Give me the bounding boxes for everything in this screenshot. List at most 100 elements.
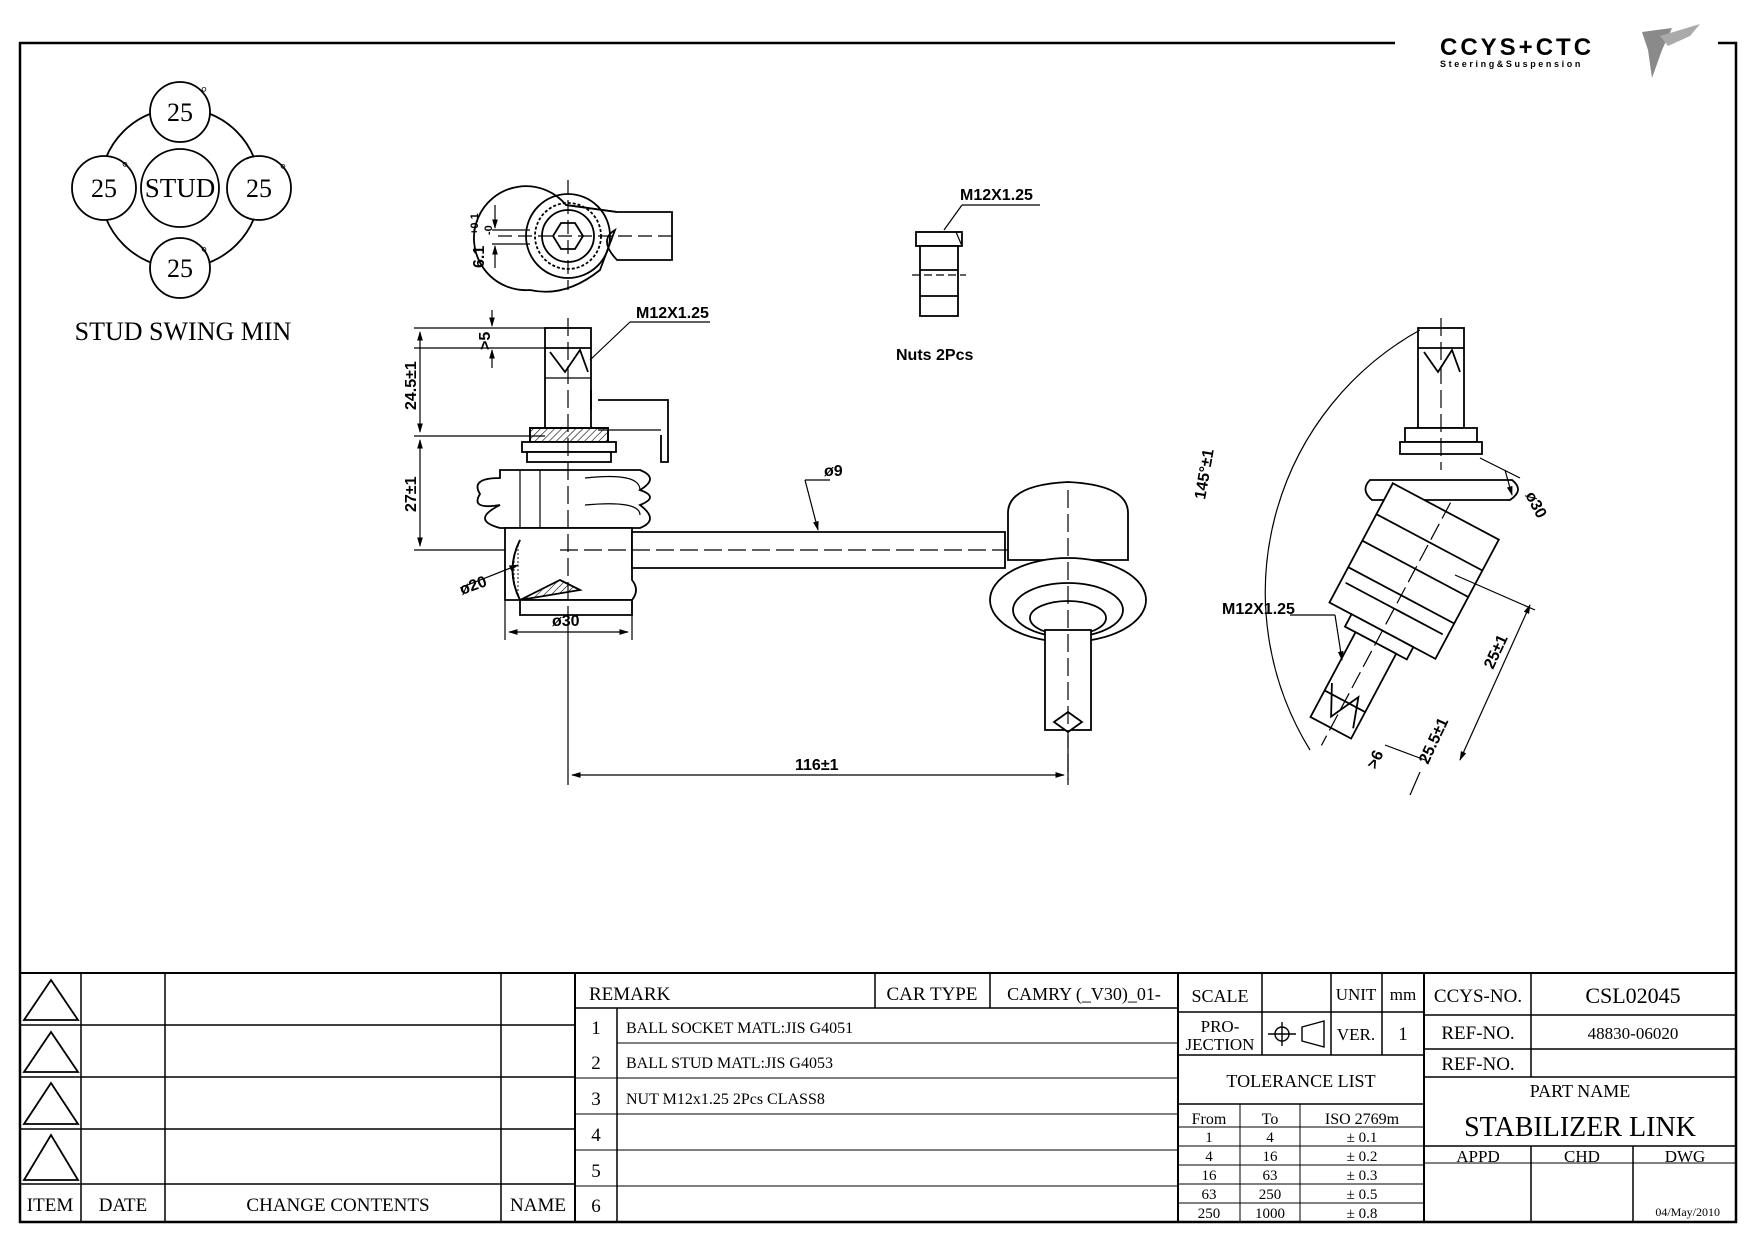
thread-top-label: M12X1.25 [636, 305, 709, 322]
thread-angled-label: M12X1.25 [1222, 601, 1295, 618]
tolerance-col-to: To [1262, 1111, 1279, 1128]
tolerance-col-iso: ISO 2769m [1325, 1111, 1400, 1128]
swing-caption: STUD SWING MIN [75, 317, 292, 346]
car-type-value: CAMRY (_V30)_01- [1007, 984, 1161, 1005]
remark-no: 1 [591, 1018, 601, 1039]
swing-angle-top: 25 [167, 98, 193, 127]
sheet-border [18, 41, 1738, 1224]
degree-mark: ° [122, 160, 128, 176]
logo-tagline: Steering&Suspension [1440, 59, 1583, 69]
unit-value: mm [1390, 985, 1416, 1004]
degree-mark: ° [280, 162, 286, 178]
tolerance-to: 1000 [1255, 1206, 1285, 1222]
dim-gt6: >6 [1364, 748, 1387, 772]
dim-145: 145°±1 [1192, 448, 1218, 501]
tolerance-from: 4 [1205, 1149, 1213, 1165]
ccys-label: CCYS-NO. [1434, 986, 1522, 1007]
remark-no: 3 [591, 1089, 601, 1110]
dim-25-5: 25.5±1 [1416, 715, 1452, 767]
company-logo: CCYS+CTC Steering&Suspension [1440, 24, 1700, 78]
dim-dia30: ø30 [552, 613, 580, 630]
nut-labels: M12X1.25 Nuts 2Pcs [896, 187, 1033, 364]
main-view [476, 318, 1147, 780]
part-block: CCYS-NO. CSL02045 REF-NO. 48830-06020 RE… [1434, 983, 1720, 1219]
chd-label: CHD [1564, 1147, 1600, 1166]
projection-label-1: PRO- [1201, 1017, 1240, 1036]
tolerance-value: ± 0.8 [1347, 1206, 1378, 1222]
dim-24-5: 24.5±1 [403, 361, 420, 410]
dim-dia30-angled: ø30 [1521, 489, 1549, 521]
dim-dia9: ø9 [824, 463, 843, 480]
tolerance-to: 16 [1263, 1149, 1279, 1165]
ver-value: 1 [1398, 1024, 1408, 1045]
revision-triangle [22, 1030, 80, 1073]
remark-header: REMARK [589, 984, 671, 1005]
revision-headers: ITEM DATE CHANGE CONTENTS NAME [27, 1195, 566, 1216]
logo-brand: CCYS+CTC [1440, 34, 1594, 61]
dim-6-1-plus: +0.1 [469, 213, 481, 235]
dim-25: 25±1 [1481, 632, 1511, 671]
header-date: DATE [99, 1195, 148, 1216]
swing-angle-right: 25 [246, 174, 272, 203]
dim-27: 27±1 [403, 476, 420, 512]
tolerance-value: ± 0.1 [1347, 1130, 1378, 1146]
swing-angle-bottom: 25 [167, 254, 193, 283]
dim-6-1: 6.1 [471, 246, 488, 268]
dim-dia20: ø20 [458, 573, 490, 598]
ref1-label: REF-NO. [1441, 1023, 1514, 1044]
dim-gt5: >5 [477, 332, 494, 350]
top-view [473, 180, 673, 293]
remark-text: BALL SOCKET MATL:JIS G4051 [626, 1020, 853, 1037]
tolerance-value: ± 0.2 [1347, 1149, 1378, 1165]
remarks-block: REMARK CAR TYPE CAMRY (_V30)_01- 1 BALL … [589, 984, 1161, 1217]
tolerance-to: 4 [1266, 1130, 1274, 1146]
part-name-value: STABILIZER LINK [1464, 1112, 1696, 1143]
nut-thread-label: M12X1.25 [960, 187, 1033, 204]
tolerance-to: 63 [1263, 1168, 1278, 1184]
remark-text: NUT M12x1.25 2Pcs CLASS8 [626, 1091, 825, 1108]
tolerance-col-from: From [1192, 1111, 1227, 1128]
tolerance-from: 16 [1202, 1168, 1218, 1184]
remark-no: 6 [591, 1196, 601, 1217]
angled-dimensions [1290, 457, 1536, 796]
title-block-lines [20, 972, 1736, 1222]
remark-text: BALL STUD MATL:JIS G4053 [626, 1055, 833, 1072]
header-change-contents: CHANGE CONTENTS [246, 1195, 429, 1216]
ccys-value: CSL02045 [1585, 983, 1680, 1008]
tolerance-to: 250 [1259, 1187, 1282, 1203]
degree-mark: ° [201, 245, 207, 261]
drawing-date: 04/May/2010 [1655, 1205, 1720, 1219]
projection-symbol-icon [1268, 1020, 1325, 1048]
car-type-label: CAR TYPE [887, 984, 978, 1005]
tolerance-from: 63 [1202, 1187, 1217, 1203]
swing-angle-left: 25 [91, 174, 117, 203]
tolerance-value: ± 0.3 [1347, 1168, 1378, 1184]
header-item: ITEM [27, 1195, 74, 1216]
nuts-label: Nuts 2Pcs [896, 347, 973, 364]
ref2-label: REF-NO. [1441, 1054, 1514, 1075]
revision-triangle [22, 978, 80, 1021]
dim-116: 116±1 [795, 757, 839, 774]
appd-label: APPD [1456, 1147, 1499, 1166]
remark-no: 2 [591, 1053, 601, 1074]
tolerance-from: 1 [1205, 1130, 1213, 1146]
tolerance-value: ± 0.5 [1347, 1187, 1378, 1203]
ver-label: VER. [1337, 1025, 1375, 1044]
nut-view [912, 204, 1040, 317]
tolerance-title: TOLERANCE LIST [1226, 1071, 1375, 1091]
angled-view [1264, 318, 1519, 751]
tolerance-rows: 1 4 ± 0.1 4 16 ± 0.2 16 63 ± 0.3 63 250 … [1198, 1130, 1378, 1222]
unit-label: UNIT [1336, 985, 1377, 1004]
revision-markers [22, 978, 80, 1181]
swing-center-label: STUD [145, 173, 216, 203]
revision-triangle [22, 1081, 80, 1125]
degree-mark: ° [201, 85, 207, 101]
dim-6-1-minus: -0 [483, 225, 495, 235]
top-view-tolerance: 6.1 +0.1 -0 [469, 213, 495, 268]
header-name: NAME [510, 1195, 566, 1216]
tolerance-from: 250 [1198, 1206, 1221, 1222]
revision-triangle [22, 1133, 80, 1181]
scale-label: SCALE [1191, 986, 1248, 1006]
remark-no: 5 [591, 1161, 601, 1182]
